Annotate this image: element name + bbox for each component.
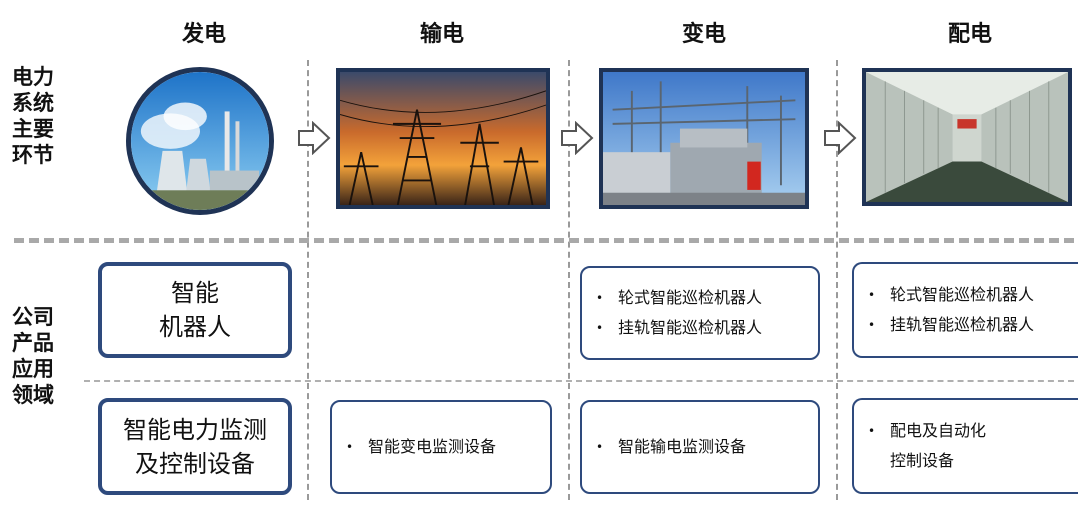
category-line: 智能电力监测 [123, 415, 267, 444]
power-plant-image [126, 67, 274, 215]
row-label-line: 电力 [12, 65, 54, 89]
row-label-company-products: 公司 产品 应用 领域 [12, 304, 72, 408]
row-label-power-system: 电力 系统 主要 环节 [12, 64, 72, 168]
stage-title-transmission: 输电 [419, 22, 464, 47]
product-box-robot-substation: 轮式智能巡检机器人 挂轨智能巡检机器人 [580, 266, 820, 360]
list-item: 挂轨智能巡检机器人 [596, 313, 818, 343]
list-item-continuation: 控制设备 [890, 451, 955, 470]
column-divider [568, 60, 570, 500]
flow-arrow-icon [297, 121, 331, 155]
list-item: 智能变电监测设备 [346, 432, 550, 462]
stage-title-substation: 变电 [681, 22, 726, 47]
row-label-line: 公司 [12, 305, 54, 329]
list-item: 智能输电监测设备 [596, 432, 818, 462]
row-label-line: 环节 [12, 143, 54, 167]
column-divider [307, 60, 309, 500]
flow-arrow-icon [823, 121, 857, 155]
row-label-line: 主要 [12, 117, 54, 141]
list-item: 轮式智能巡检机器人 [868, 280, 1078, 310]
category-line: 智能 [171, 279, 219, 307]
row-label-line: 领域 [12, 383, 54, 407]
row-divider-minor [84, 380, 1074, 382]
transmission-towers-image [336, 68, 550, 209]
substation-transformer-image [599, 68, 809, 209]
column-divider [836, 60, 838, 500]
product-box-monitoring-substation: 智能输电监测设备 [580, 400, 820, 494]
row-divider-major [14, 238, 1074, 243]
row-label-line: 产品 [12, 331, 54, 355]
stage-title-generation: 发电 [181, 22, 226, 47]
row-label-line: 应用 [12, 357, 54, 381]
category-line: 机器人 [159, 313, 231, 341]
list-item: 配电及自动化 [868, 416, 1078, 446]
category-line: 及控制设备 [135, 449, 255, 478]
list-item: 挂轨智能巡检机器人 [868, 310, 1078, 340]
product-category-monitoring: 智能电力监测 及控制设备 [98, 398, 292, 495]
switchgear-room-image [862, 68, 1072, 206]
row-label-line: 系统 [12, 91, 54, 115]
product-box-monitoring-distribution: 配电及自动化 控制设备 [852, 398, 1078, 494]
list-item: 轮式智能巡检机器人 [596, 283, 818, 313]
stage-title-distribution: 配电 [947, 22, 992, 47]
product-box-monitoring-transmission: 智能变电监测设备 [330, 400, 552, 494]
flow-arrow-icon [560, 121, 594, 155]
product-category-robot: 智能 机器人 [98, 262, 292, 358]
product-box-robot-distribution: 轮式智能巡检机器人 挂轨智能巡检机器人 [852, 262, 1078, 358]
